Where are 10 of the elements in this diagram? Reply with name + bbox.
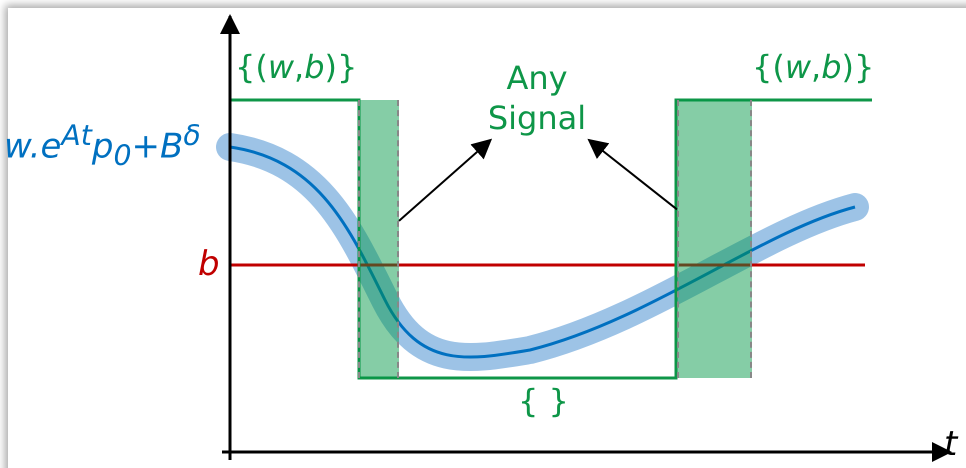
arrow (398, 138, 492, 222)
signal-label: Any Signal (470, 58, 604, 140)
set-label: { } (518, 384, 569, 420)
threshold-label: b (198, 246, 220, 284)
arrow (587, 138, 678, 210)
formula-label: w.e$^{At}$p$_{0}$+B$^{δ}$ (4, 120, 201, 172)
shaded-band (677, 100, 752, 378)
shaded-band (358, 100, 399, 378)
set-label: {(w,b)} (752, 50, 874, 86)
set-label: {(w,b)} (235, 50, 358, 86)
